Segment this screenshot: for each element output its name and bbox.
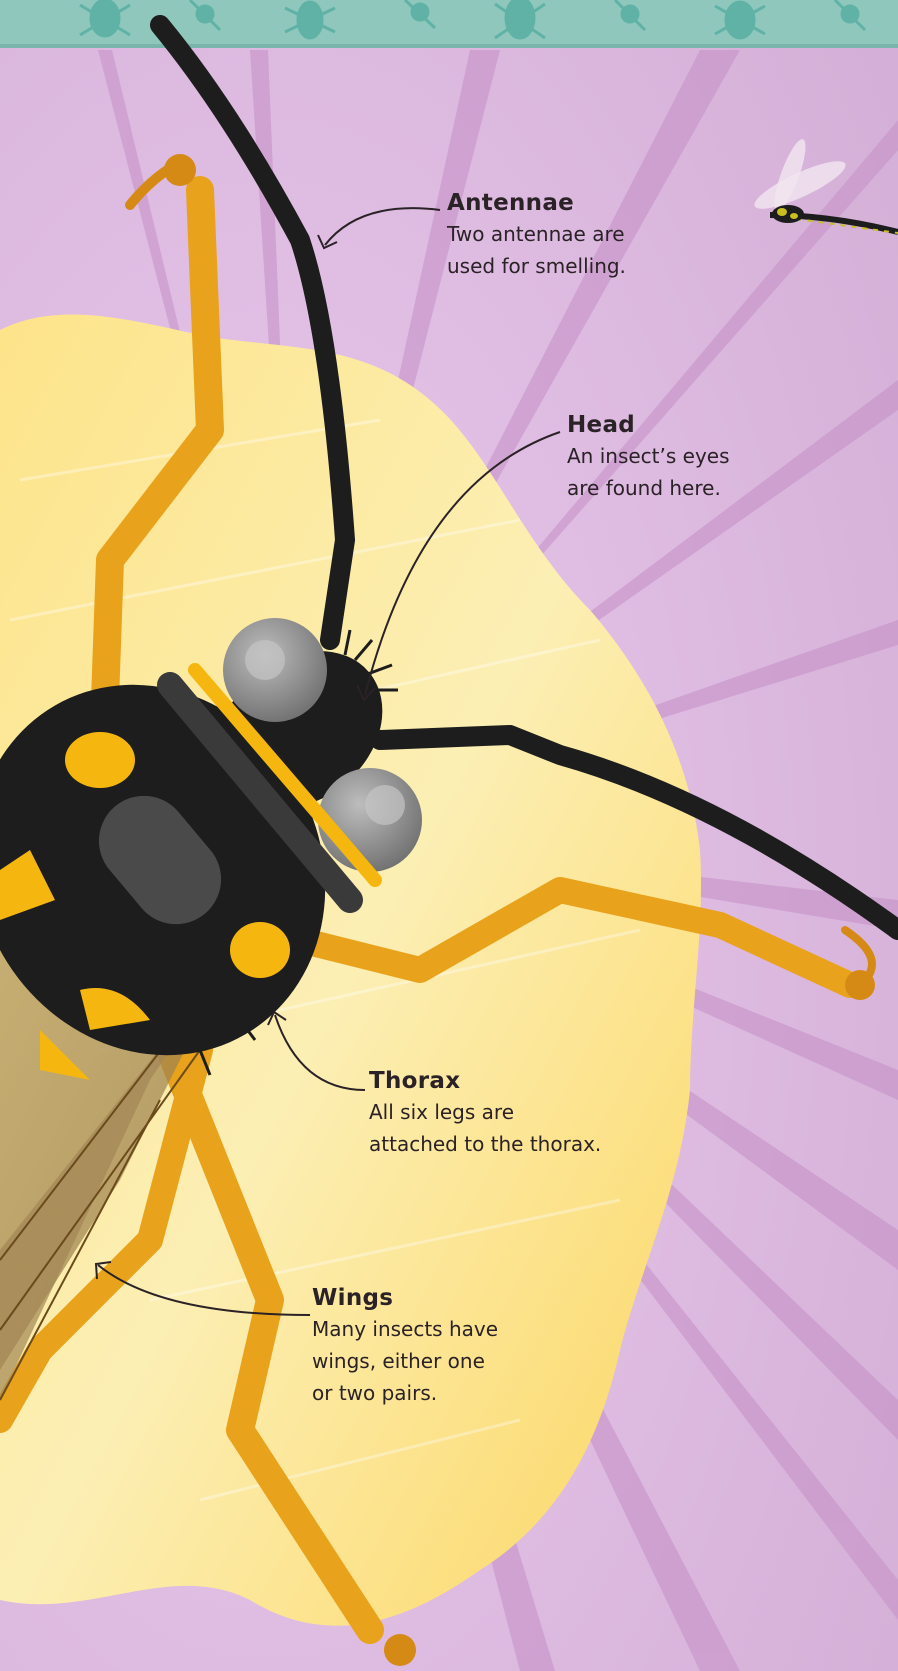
annotation-thorax: Thorax All six legs are attached to the …: [369, 1066, 601, 1160]
annotation-head: Head An insect’s eyes are found here.: [567, 410, 730, 504]
annotation-wings: Wings Many insects have wings, either on…: [312, 1283, 498, 1409]
annotation-title: Thorax: [369, 1066, 601, 1096]
top-border-band: [0, 0, 898, 48]
annotation-title: Head: [567, 410, 730, 440]
annotation-text: Two antennae are used for smelling.: [447, 218, 626, 282]
annotation-title: Wings: [312, 1283, 498, 1313]
eye: [318, 768, 422, 872]
annotation-text: An insect’s eyes are found here.: [567, 440, 730, 504]
annotation-title: Antennae: [447, 188, 626, 218]
annotation-text: Many insects have wings, either one or t…: [312, 1313, 498, 1409]
annotation-antennae: Antennae Two antennae are used for smell…: [447, 188, 626, 282]
annotation-text: All six legs are attached to the thorax.: [369, 1096, 601, 1160]
